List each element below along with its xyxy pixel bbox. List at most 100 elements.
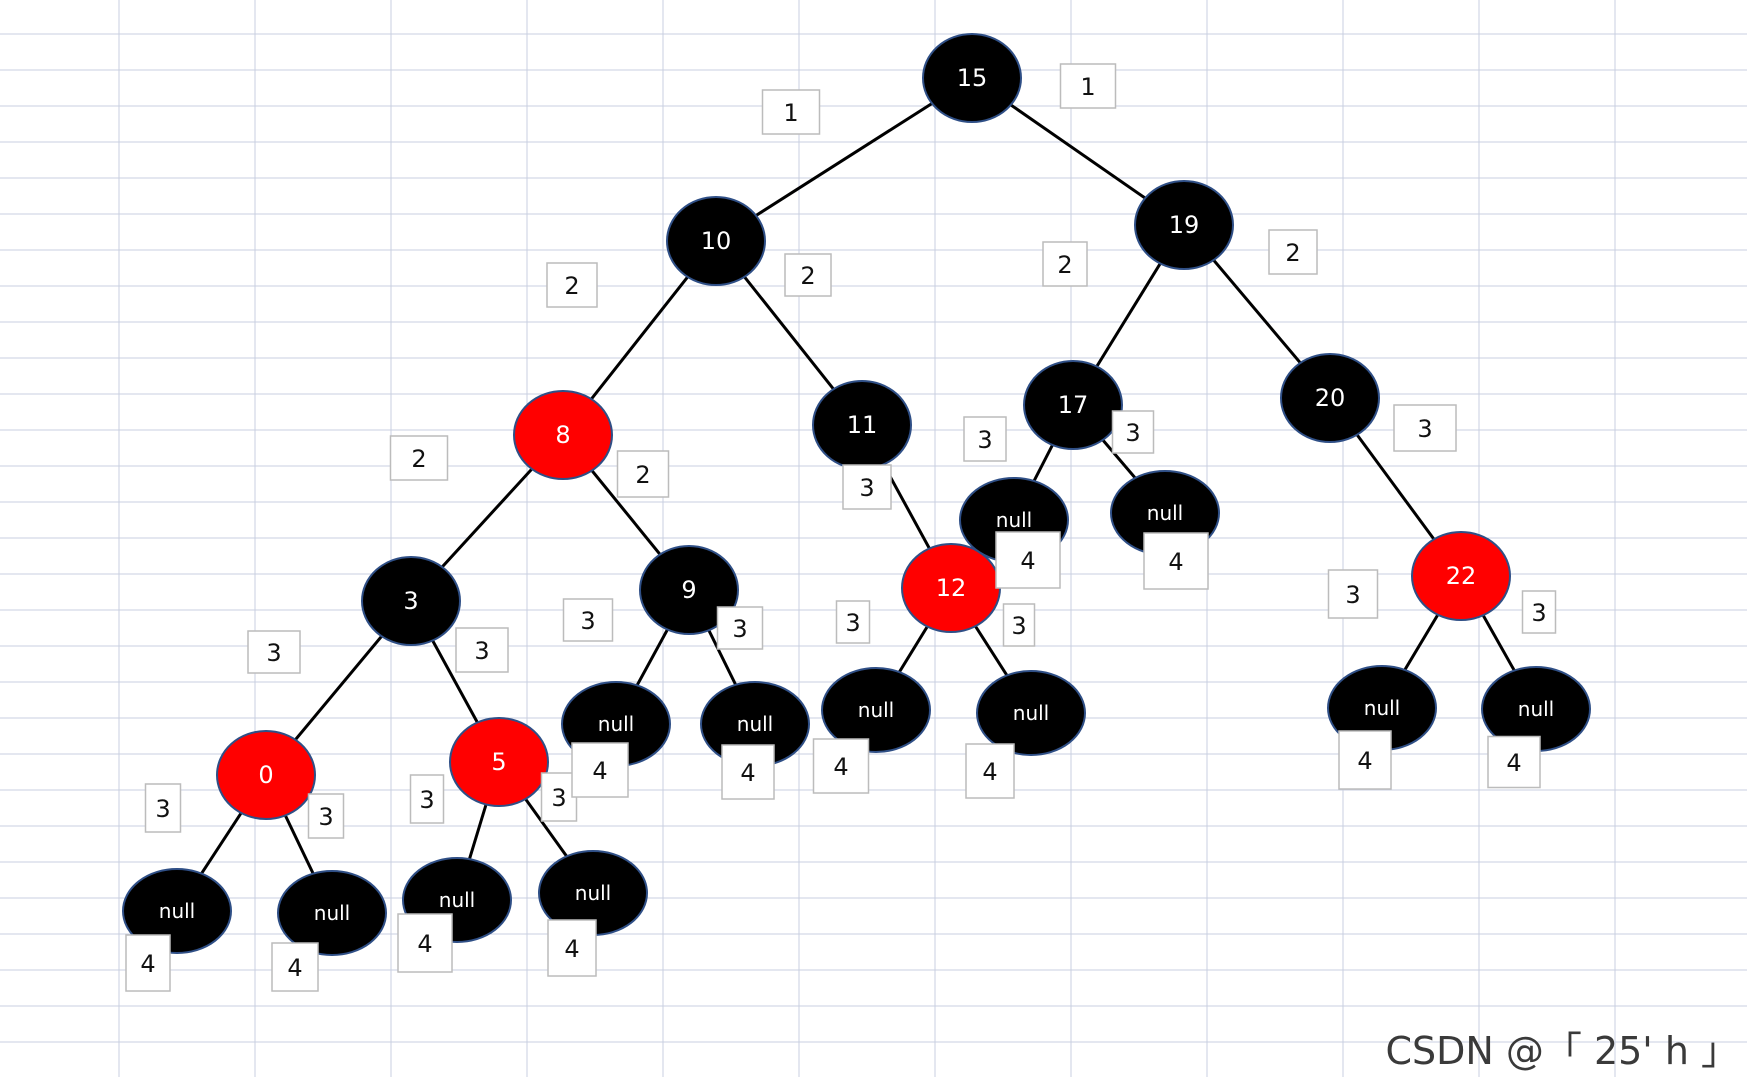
label-box (1327, 569, 1379, 619)
edge-label-n15-n10: 1 (761, 89, 821, 135)
tree-edge-n15-n10 (715, 76, 973, 243)
label-value: 4 (833, 753, 848, 781)
edge-label-n22-null22b: 3 (1521, 590, 1557, 634)
label-box (455, 627, 509, 673)
node-circle (1134, 180, 1234, 270)
node-circle (1023, 360, 1123, 450)
leaf-label-null12b: 4 (965, 743, 1015, 799)
label-box (389, 435, 449, 481)
label-box (963, 416, 1007, 462)
label-box (1002, 603, 1036, 647)
label-box (842, 464, 892, 510)
node-label: null (1518, 697, 1554, 721)
node-label: null (858, 698, 894, 722)
label-box (1487, 735, 1541, 789)
node-circle (122, 868, 232, 954)
edge-label-n9-null9a: 3 (562, 598, 614, 642)
edge-label-n9-null9b: 3 (716, 606, 764, 650)
label-value: 3 (1531, 599, 1546, 627)
label-box (571, 742, 629, 798)
label-box (271, 942, 319, 992)
label-box (562, 598, 614, 642)
label-value: 2 (564, 272, 579, 300)
edge-label-n0-null0b: 3 (307, 793, 345, 839)
tree-node-n17: 17 (1023, 360, 1123, 450)
node-circle (639, 545, 739, 635)
label-value: 4 (287, 954, 302, 982)
label-value: 4 (140, 950, 155, 978)
leaf-label-null5b: 4 (547, 919, 597, 977)
node-label: null (598, 712, 634, 736)
node-label: null (1013, 701, 1049, 725)
label-box (409, 774, 445, 824)
tree-node-n20: 20 (1280, 353, 1380, 443)
edge-label-n19-n17: 2 (1042, 241, 1088, 287)
label-value: 2 (800, 262, 815, 290)
node-label: 3 (403, 587, 418, 615)
tree-node-n9: 9 (639, 545, 739, 635)
node-label: 19 (1169, 211, 1200, 239)
label-box (835, 600, 871, 644)
tree-node-n10: 10 (666, 196, 766, 286)
label-value: 2 (411, 445, 426, 473)
label-box (247, 630, 301, 674)
node-circle (666, 196, 766, 286)
node-label: null (575, 881, 611, 905)
node-circle (277, 870, 387, 956)
label-value: 3 (732, 615, 747, 643)
tree-node-n8: 8 (513, 390, 613, 480)
label-value: 2 (635, 461, 650, 489)
node-circle (361, 556, 461, 646)
edge-label-n17-null17a: 3 (963, 416, 1007, 462)
null-leaf-null0b: null (277, 870, 387, 956)
node-circle (976, 670, 1086, 756)
label-value: 4 (740, 759, 755, 787)
edge-label-n3-n0: 3 (247, 630, 301, 674)
label-value: 3 (1345, 581, 1360, 609)
label-value: 2 (1057, 251, 1072, 279)
node-label: 9 (681, 576, 696, 604)
label-box (1393, 404, 1457, 452)
label-box (1059, 63, 1117, 109)
leaf-label-null0b: 4 (271, 942, 319, 992)
node-label: null (1364, 696, 1400, 720)
label-box (616, 450, 670, 498)
leaf-label-null22a: 4 (1338, 730, 1392, 790)
tree-node-n3: 3 (361, 556, 461, 646)
label-box (307, 793, 345, 839)
node-label: 0 (258, 761, 273, 789)
label-value: 3 (318, 803, 333, 831)
label-box (761, 89, 821, 135)
node-label: 8 (555, 421, 570, 449)
label-box (1143, 532, 1209, 590)
edge-label-n10-n11: 2 (784, 253, 832, 297)
label-value: 1 (1080, 73, 1095, 101)
label-box (397, 913, 453, 973)
node-label: 12 (936, 574, 967, 602)
node-label: null (996, 508, 1032, 532)
null-leaf-null0a: null (122, 868, 232, 954)
label-value: 4 (1168, 548, 1183, 576)
edge-label-n22-null22a: 3 (1327, 569, 1379, 619)
tree-node-n5: 5 (449, 717, 549, 807)
tree-node-n22: 22 (1411, 531, 1511, 621)
edge-label-n11-n12: 3 (842, 464, 892, 510)
null-leaf-null22a: null (1327, 665, 1437, 751)
tree-node-n15: 15 (922, 33, 1022, 123)
leaf-label-null9b: 4 (721, 744, 775, 800)
edge-label-n12-null12a: 3 (835, 600, 871, 644)
edge-label-n19-n20: 2 (1268, 229, 1318, 275)
leaf-label-null9a: 4 (571, 742, 629, 798)
label-value: 2 (1285, 239, 1300, 267)
label-value: 3 (474, 637, 489, 665)
label-box (144, 783, 182, 833)
label-value: 4 (1506, 749, 1521, 777)
label-value: 3 (977, 426, 992, 454)
node-label: 15 (957, 64, 988, 92)
node-circle (922, 33, 1022, 123)
leaf-label-null5a: 4 (397, 913, 453, 973)
label-box (1268, 229, 1318, 275)
